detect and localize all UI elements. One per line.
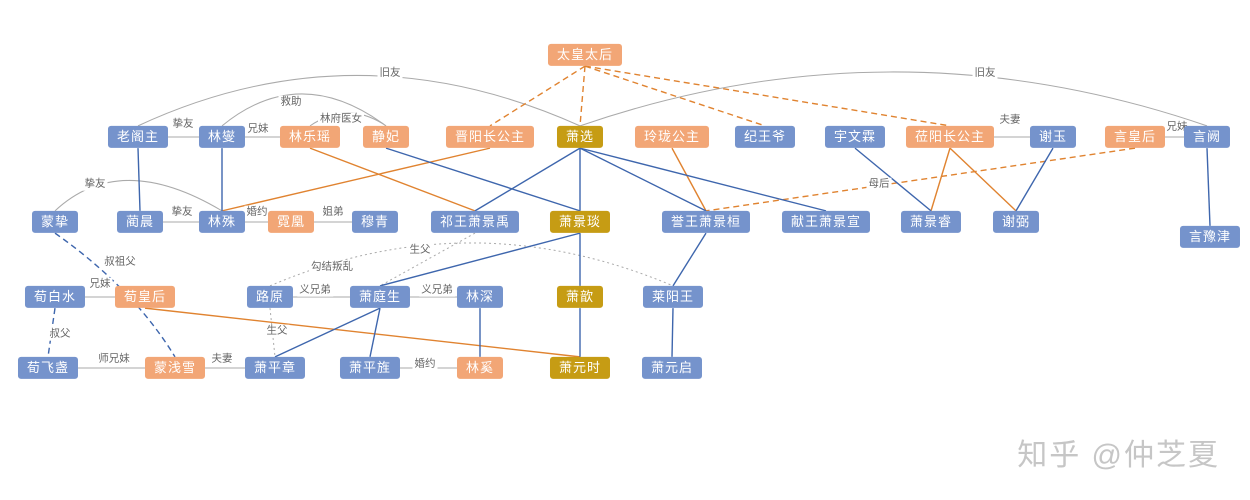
edge-linglong-yuwang [671, 147, 707, 212]
watermark: 知乎 @仲芝夏 [1017, 439, 1220, 472]
edge-jingfei-xiaojingyan [385, 147, 581, 212]
edge-taihuangtaihou-jinyang [489, 65, 586, 127]
edge-laiyangwang-xiaoyuanqi [671, 308, 674, 357]
edge-luyuan-laiyangwang [269, 242, 674, 287]
edge-xiaoxuan-xianwang [579, 147, 827, 212]
edge-qiwang-xiaotingsheng [379, 232, 476, 287]
edge-luyuan-xiaopingzhang [269, 308, 276, 357]
edge-liyang-xiebi [949, 147, 1017, 212]
edge-yanque-yanyujin [1206, 148, 1211, 226]
edge-taihuangtaihou-xiaoxuan [579, 66, 586, 126]
edge-xunbaishui-xunfeizhan [47, 308, 56, 357]
edge-liyang-xiaojingrui [930, 147, 951, 212]
edge-taihuangtaihou-liyang [584, 65, 951, 127]
edge-yuwenlin-xiaojingrui [854, 147, 932, 212]
edge-laogezhu-xiaoxuan [137, 74, 581, 127]
edge-xiaoxuan-yuwang [579, 147, 707, 212]
edge-linleyao-qiwang [309, 147, 476, 212]
edge-jinyang-linshu [221, 147, 491, 212]
edge-mengzhi-mengqianxue [54, 232, 176, 358]
edge-xunhuanghou-xiaoyuanshi [144, 307, 581, 358]
edge-mengzhi-linshu [54, 179, 223, 212]
edge-linxie-jingfei [221, 93, 387, 127]
edge-xiaotingsheng-xiaopingzhang [274, 307, 381, 358]
edge-xiaoxuan-qiwang [474, 147, 581, 212]
edge-linleyao-jingfei [309, 112, 387, 127]
edge-xiaotingsheng-xiaopingjing [369, 307, 381, 358]
edge-laogezhu-linchen [137, 148, 141, 211]
edge-xiaojingyan-xiaotingsheng [379, 232, 581, 287]
edge-xieyu-xiebi [1015, 147, 1054, 212]
edge-xiaoxuan-yanque [579, 71, 1208, 127]
edge-taihuangtaihou-jiwangye [584, 65, 766, 127]
edge-yanhuanghou-yuwang [705, 147, 1136, 212]
edge-yuwang-laiyangwang [672, 232, 707, 287]
